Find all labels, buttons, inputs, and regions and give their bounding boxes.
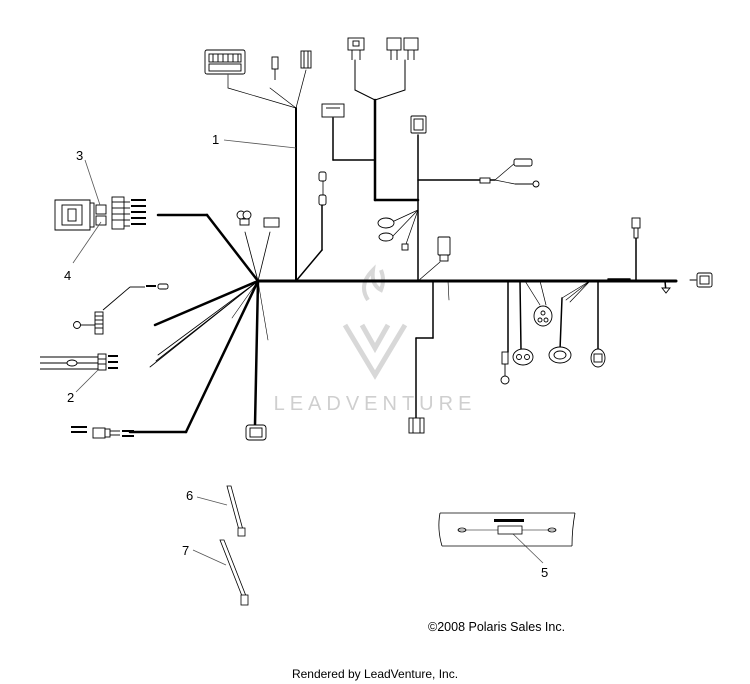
callout-leaders [72, 139, 544, 566]
watermark-text: LEADVENTURE [273, 393, 477, 415]
lower-branches [415, 279, 697, 421]
watermark-logo [342, 264, 408, 380]
tiny-wire-labels [71, 199, 156, 437]
cable-tie-6 [226, 485, 246, 537]
callout-5: 5 [541, 565, 548, 580]
bundle-strap-5 [438, 512, 576, 547]
plug-connector-mid [437, 236, 451, 262]
callout-6: 6 [186, 488, 193, 503]
relay-connector-1 [347, 37, 365, 60]
callout-7: 7 [182, 543, 189, 558]
oval-connectors-mid [377, 217, 409, 251]
diode-connector [500, 351, 510, 385]
ring-terminal-group-left [40, 353, 107, 371]
square-connector-bottom [408, 417, 425, 434]
cable-tie-7 [219, 539, 249, 606]
terminal-block-left [73, 283, 169, 335]
far-right-connector [631, 217, 713, 294]
copyright-text: ©2008 Polaris Sales Inc. [428, 620, 566, 634]
single-terminal-connector [271, 56, 279, 80]
upper-branches [227, 59, 637, 282]
starter-solenoid-connector [92, 427, 120, 439]
relay-connector-2 [386, 37, 419, 60]
rendered-by-footer: Rendered by LeadVenture, Inc. [291, 667, 459, 681]
multi-pin-connector-top [204, 49, 246, 75]
callout-numbers: 1 2 3 4 5 6 7 [64, 132, 548, 580]
flat-connector [300, 50, 312, 69]
hub-branches [128, 213, 271, 434]
square-connector-right [410, 115, 427, 134]
double-connector-left [236, 210, 280, 228]
callout-4: 4 [64, 268, 71, 283]
box-connector-upper [321, 103, 345, 118]
callout-2: 2 [67, 390, 74, 405]
relay-module-left [54, 196, 130, 231]
connector-bottom-hub [245, 424, 267, 441]
connectors [40, 37, 713, 441]
oval-connectors-bottom [512, 305, 606, 368]
terminal-connectors-right [479, 158, 540, 188]
callout-1: 1 [212, 132, 219, 147]
callout-3: 3 [76, 148, 83, 163]
fuse-holder-small [318, 171, 327, 206]
main-trunk [256, 278, 678, 283]
